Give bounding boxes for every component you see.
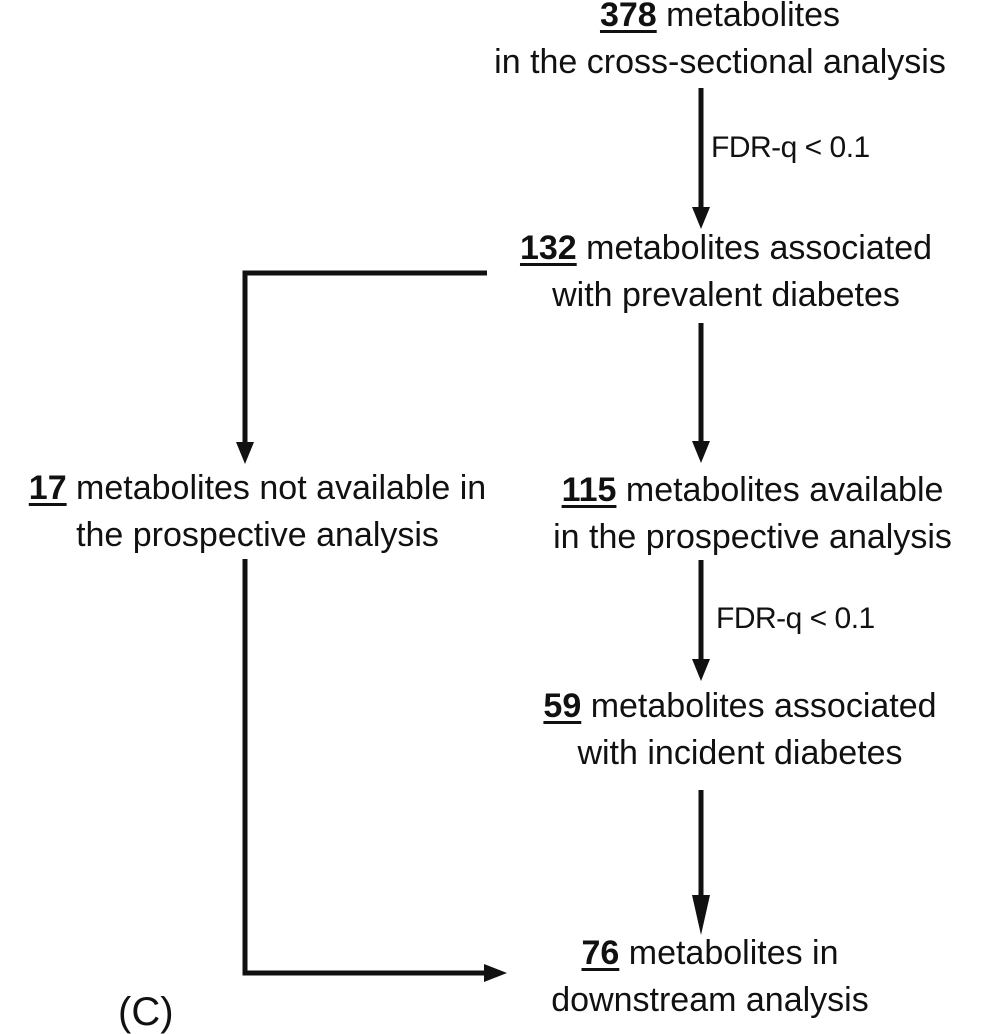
node-text: metabolites available bbox=[616, 471, 944, 509]
node-downstream: 76 metabolites in downstream analysis bbox=[500, 930, 920, 1024]
arrowhead-17-to-76 bbox=[484, 964, 507, 982]
arrowhead-115-to-59 bbox=[692, 659, 710, 681]
count-76: 76 bbox=[581, 934, 620, 972]
arrowhead-132-to-115 bbox=[692, 441, 710, 463]
flowchart-connectors bbox=[236, 88, 710, 982]
arrowhead-132-to-17 bbox=[236, 442, 254, 464]
node-text: with prevalent diabetes bbox=[552, 276, 900, 314]
count-378: 378 bbox=[599, 0, 657, 34]
panel-label: (C) bbox=[118, 990, 174, 1034]
node-text: metabolites associated bbox=[576, 229, 933, 267]
count-59: 59 bbox=[543, 687, 582, 725]
node-not-available: 17 metabolites not available in the pros… bbox=[0, 465, 515, 559]
arrowhead-378-to-132 bbox=[692, 207, 710, 229]
node-text: downstream analysis bbox=[551, 981, 869, 1019]
node-prevalent: 132 metabolites associated with prevalen… bbox=[476, 225, 976, 319]
node-text: in the cross-sectional analysis bbox=[494, 43, 946, 81]
count-132: 132 bbox=[519, 229, 577, 267]
node-text: metabolites in bbox=[619, 934, 839, 972]
node-text: metabolites bbox=[656, 0, 841, 34]
edge-label-fdr-1: FDR-q < 0.1 bbox=[711, 131, 870, 164]
arrow-132-to-17 bbox=[242, 270, 487, 445]
arrow-17-to-76 bbox=[242, 559, 487, 976]
node-cross-sectional: 378 metabolites in the cross-sectional a… bbox=[440, 0, 992, 86]
node-text: in the prospective analysis bbox=[553, 518, 952, 556]
node-text: with incident diabetes bbox=[577, 734, 903, 772]
node-incident: 59 metabolites associated with incident … bbox=[500, 683, 980, 777]
edge-label-fdr-2: FDR-q < 0.1 bbox=[716, 602, 875, 635]
node-text: the prospective analysis bbox=[76, 516, 439, 554]
node-text: metabolites not available in bbox=[66, 469, 487, 507]
count-115: 115 bbox=[561, 471, 617, 509]
count-17: 17 bbox=[28, 469, 67, 507]
node-available: 115 metabolites available in the prospec… bbox=[520, 467, 985, 561]
arrowhead-59-to-76 bbox=[692, 895, 710, 935]
node-text: metabolites associated bbox=[581, 687, 937, 725]
